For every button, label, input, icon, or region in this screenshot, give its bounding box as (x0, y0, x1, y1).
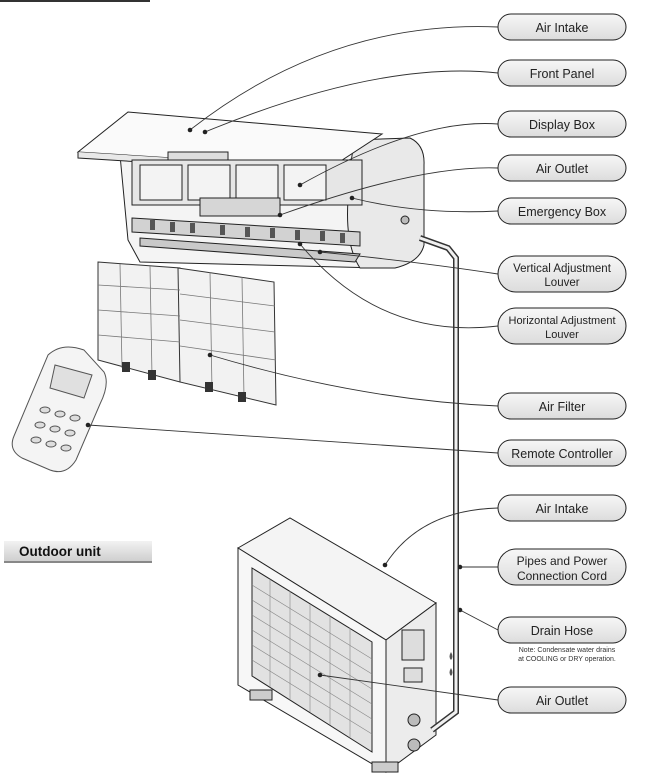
label-air-filter: Air Filter (497, 392, 627, 420)
label-emergency-box-text: Emergency Box (518, 205, 607, 219)
label-vertical-adjustment-louver: Vertical Adjustment Louver (497, 255, 627, 293)
label-vertical-louver-line2: Louver (544, 277, 579, 289)
drain-note-line2: at COOLING or DRY operation. (518, 656, 616, 663)
leader-lines (87, 26, 499, 701)
drain-note: Note: Condensate water drains at COOLING… (503, 646, 631, 664)
label-drain-hose-text: Drain Hose (531, 624, 594, 638)
outdoor-unit-heading: Outdoor unit (4, 541, 152, 563)
label-remote-controller: Remote Controller (497, 439, 627, 467)
top-rule (0, 0, 150, 2)
label-drain-hose: Drain Hose (497, 616, 627, 644)
label-pipes-line2: Connection Cord (517, 569, 607, 583)
label-vertical-louver-line1: Vertical Adjustment (513, 263, 612, 275)
label-air-intake-bottom-text: Air Intake (536, 502, 589, 516)
outdoor-unit-heading-text: Outdoor unit (19, 544, 101, 559)
label-horizontal-adjustment-louver: Horizontal Adjustment Louver (497, 307, 627, 345)
label-air-outlet-bottom: Air Outlet (497, 686, 627, 714)
label-pipes-line1: Pipes and Power (517, 554, 608, 568)
label-display-box: Display Box (497, 110, 627, 138)
label-air-intake-top-text: Air Intake (536, 21, 589, 35)
label-air-outlet-top-text: Air Outlet (536, 162, 589, 176)
label-air-intake-bottom: Air Intake (497, 494, 627, 522)
label-front-panel-text: Front Panel (530, 67, 595, 81)
label-horizontal-louver-line2: Louver (545, 329, 579, 341)
label-horizontal-louver-line1: Horizontal Adjustment (509, 315, 616, 327)
air-filter-graphic (97, 261, 277, 406)
label-remote-controller-text: Remote Controller (511, 447, 612, 461)
remote-controller-graphic (11, 346, 107, 473)
label-display-box-text: Display Box (529, 118, 596, 132)
outdoor-unit-graphic (237, 517, 459, 773)
drain-note-line1: Note: Condensate water drains (518, 647, 616, 654)
label-pipes-power-cord: Pipes and Power Connection Cord (497, 548, 627, 586)
label-front-panel: Front Panel (497, 59, 627, 87)
label-air-outlet-bottom-text: Air Outlet (536, 694, 589, 708)
label-emergency-box: Emergency Box (497, 197, 627, 225)
label-air-filter-text: Air Filter (539, 400, 586, 414)
leader-dots (85, 127, 463, 678)
label-air-outlet-top: Air Outlet (497, 154, 627, 182)
indoor-unit (76, 111, 459, 700)
label-air-intake-top: Air Intake (497, 13, 627, 41)
